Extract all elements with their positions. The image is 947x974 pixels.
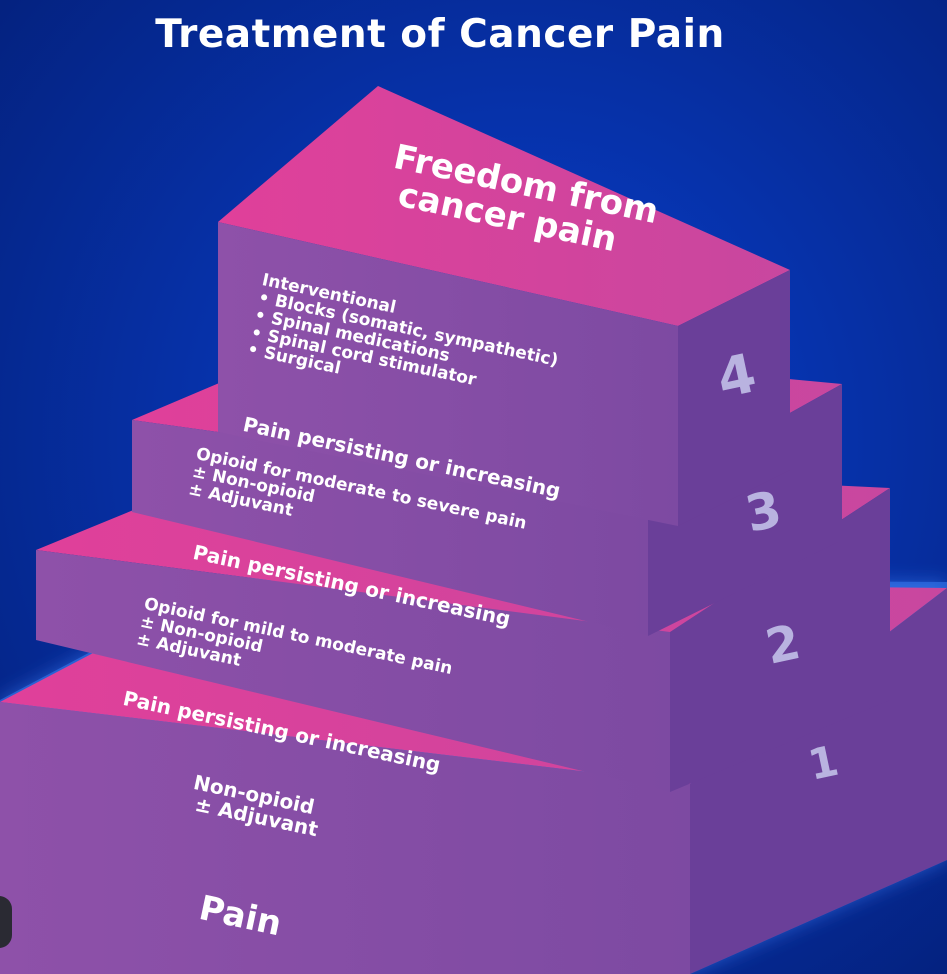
scroll-handle[interactable] [0,896,12,948]
step-4-block [218,86,790,526]
diagram-title: Treatment of Cancer Pain [155,12,725,57]
